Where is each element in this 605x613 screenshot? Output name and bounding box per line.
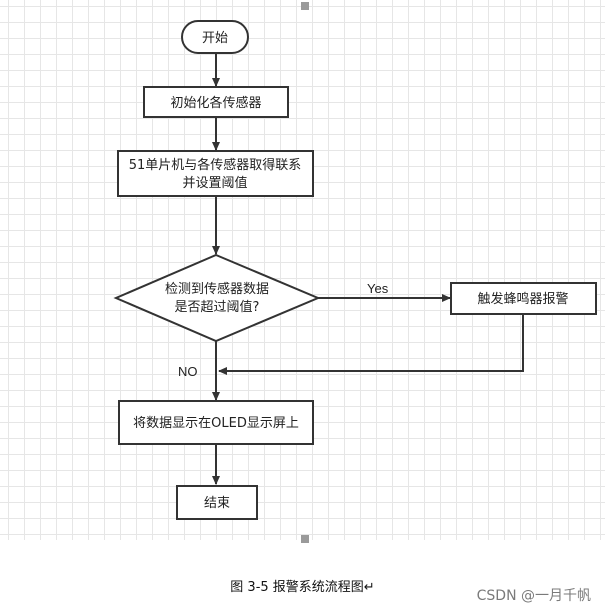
edge-label-no: NO bbox=[178, 364, 198, 379]
check-label-line2: 是否超过阈值? bbox=[175, 299, 260, 315]
check-label-line1: 检测到传感器数据 bbox=[165, 281, 269, 297]
display-label: 将数据显示在OLED显示屏上 bbox=[133, 416, 299, 431]
init-node[interactable] bbox=[143, 86, 289, 118]
figure-caption: 图 3-5 报警系统流程图↵ bbox=[230, 580, 375, 595]
start-node[interactable] bbox=[181, 20, 249, 54]
edge-label-yes: Yes bbox=[367, 281, 389, 296]
resize-handle-top[interactable] bbox=[301, 2, 309, 10]
flowchart: 开始 初始化各传感器 51单片机与各传感器取得联系 并设置阈值 检测到传感器数据… bbox=[113, 20, 597, 520]
connect-label-line2: 并设置阈值 bbox=[182, 175, 247, 191]
end-label: 结束 bbox=[204, 496, 230, 511]
diagram-canvas bbox=[0, 0, 605, 540]
connect-label-line1: 51单片机与各传感器取得联系 bbox=[129, 157, 302, 173]
edge-alarm-merge bbox=[218, 314, 524, 375]
check-decision-node[interactable] bbox=[113, 253, 321, 343]
resize-handle-bottom[interactable] bbox=[301, 535, 309, 543]
csdn-watermark: CSDN @一月千帆 bbox=[476, 588, 591, 604]
connect-node[interactable] bbox=[117, 150, 314, 197]
alarm-label: 触发蜂鸣器报警 bbox=[477, 291, 568, 307]
display-node[interactable] bbox=[118, 400, 314, 445]
alarm-node[interactable] bbox=[450, 282, 597, 315]
start-label: 开始 bbox=[202, 31, 228, 46]
edges bbox=[212, 53, 524, 485]
init-label: 初始化各传感器 bbox=[170, 95, 261, 111]
end-node[interactable] bbox=[176, 485, 258, 520]
